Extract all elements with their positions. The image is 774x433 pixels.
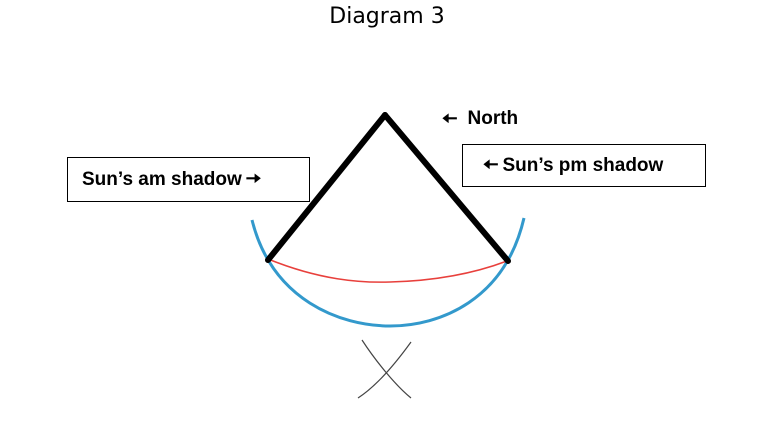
- right-shadow-line: [382, 112, 511, 264]
- crossing-line-left: [361, 339, 412, 399]
- am-shadow-text: Sun’s am shadow: [82, 168, 242, 190]
- pm-shadow-text: Sun’s pm shadow: [502, 154, 664, 176]
- pm-shadow-box: 🠄 Sun’s pm shadow: [462, 144, 706, 187]
- right-arrow-icon: 🠆: [245, 169, 262, 190]
- diagram-title: Diagram 3: [329, 4, 445, 29]
- left-shadow-line: [265, 112, 388, 263]
- am-shadow-box: Sun’s am shadow 🠆: [67, 157, 310, 202]
- left-arrow-icon: 🠄: [483, 155, 499, 176]
- north-label: 🠄 North: [442, 108, 518, 130]
- north-text: North: [467, 108, 519, 129]
- crossing-line-right: [357, 341, 412, 399]
- red-shadow-curve: [267, 258, 508, 283]
- left-arrow-icon: 🠄: [442, 108, 458, 130]
- blue-arc: [250, 217, 526, 328]
